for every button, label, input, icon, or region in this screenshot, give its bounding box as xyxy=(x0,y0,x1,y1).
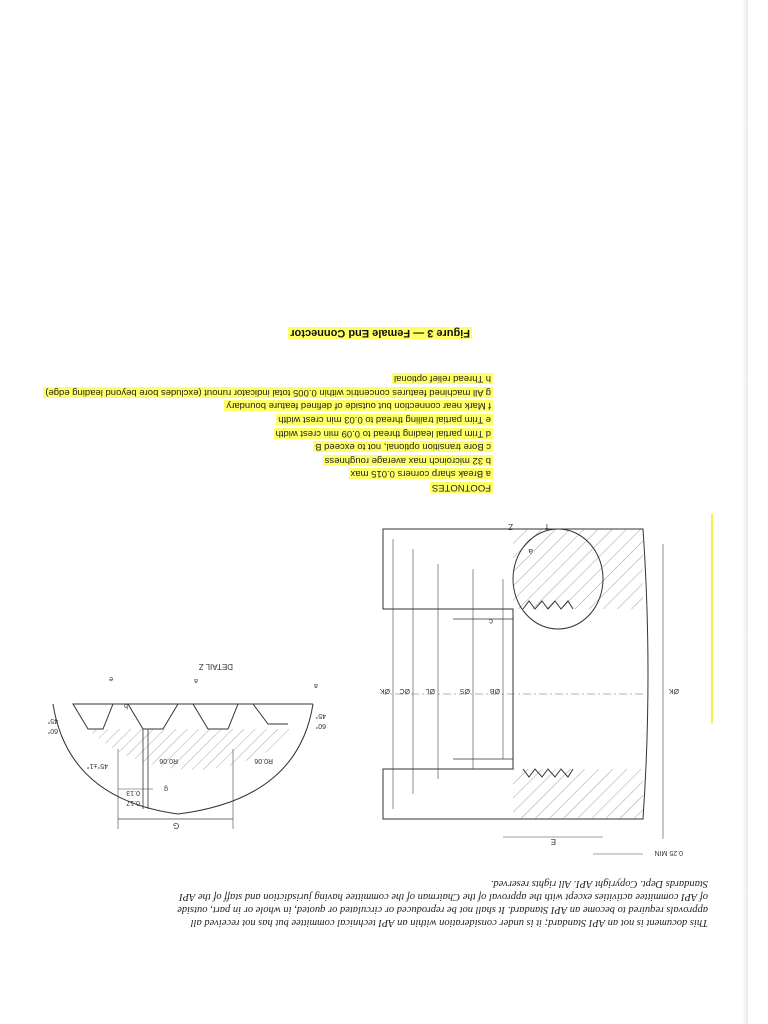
angle-label: 60° xyxy=(315,722,326,730)
connector-outline xyxy=(382,528,649,820)
footnote-g: g All machined features concentric withi… xyxy=(43,386,493,398)
dim-k-label: ØK xyxy=(380,687,390,694)
scan-edge-shadow xyxy=(742,0,748,1024)
leader-label: e xyxy=(109,675,113,682)
notice-line: approvals required to become an API Stan… xyxy=(177,904,708,915)
highlight-margin-line xyxy=(711,514,713,724)
detail-thread-profile xyxy=(72,703,313,730)
copyright-notice: This document is not an API Standard; it… xyxy=(60,877,708,929)
angle-label: 45°±1° xyxy=(87,762,108,770)
footnote-a: a Break sharp corners 0.015 max xyxy=(348,468,493,480)
leader-label: b xyxy=(124,702,128,709)
leader-label: g xyxy=(164,785,168,792)
footnote-b: b 32 microinch max average roughness xyxy=(322,454,493,466)
detail-z-marker: Z xyxy=(508,522,513,531)
footnotes-heading: FOOTNOTES xyxy=(429,482,493,493)
figure-title: Figure 3 — Female End Connector xyxy=(172,327,472,339)
footnote-h: h Thread relief optional xyxy=(392,373,493,385)
leader-c-label: c xyxy=(489,617,493,626)
leader-f-label: f xyxy=(545,522,548,531)
leader-label: a xyxy=(314,682,318,689)
footnote-e: e Trim partial trailing thread to 0.03 m… xyxy=(276,414,493,426)
footnotes: FOOTNOTES a Break sharp corners 0.015 ma… xyxy=(43,372,493,494)
thread-profile-bottom xyxy=(522,600,574,610)
leader-label: a xyxy=(194,677,198,684)
dim-k-label-left: ØK xyxy=(669,687,679,694)
angle-label: 45° xyxy=(47,717,58,725)
radius-label: R0.06 xyxy=(254,757,273,764)
notice-line: This document is not an API Standard; it… xyxy=(190,917,708,928)
dim-c-label: ØC xyxy=(400,687,411,694)
thread-profile-top xyxy=(522,768,574,778)
dim-e-label: E xyxy=(551,837,556,846)
dim-g-label: G xyxy=(173,821,179,830)
dim-min-label: 0.25 MIN xyxy=(655,849,683,856)
female-end-connector-drawing: 0.25 MIN E ØK ØK ØC ØL ØS ØB Z f c a xyxy=(380,522,683,856)
detail-z-callout xyxy=(512,528,604,630)
dim-s-label: ØS xyxy=(460,687,470,694)
detail-outline xyxy=(52,703,314,815)
radius-label: R0.06 xyxy=(159,757,178,764)
angle-label: 45° xyxy=(315,712,326,720)
dim-017-label: 0.17 xyxy=(126,799,140,806)
notice-line: of API committee activities except with … xyxy=(179,891,708,902)
detail-z-drawing: G 0.17 0.13 R0.06 R0.06 45°±1° 45° 60° 6… xyxy=(47,662,326,830)
dim-013-label: 0.13 xyxy=(126,789,140,796)
footnote-f: f Mark near connection but outside of de… xyxy=(224,400,493,412)
dim-l-label: ØL xyxy=(426,687,435,694)
detail-title: DETAIL Z xyxy=(199,662,233,671)
notice-line: Standards Dept. Copyright API. All right… xyxy=(490,878,708,889)
dim-b-label: ØB xyxy=(490,687,500,694)
figure-title-text: Figure 3 — Female End Connector xyxy=(288,327,472,339)
leader-a-label: a xyxy=(528,547,533,556)
angle-label: 60° xyxy=(47,727,58,735)
footnote-d: d Trim partial leading thread to 0.09 mi… xyxy=(273,427,493,439)
footnote-c: c Bore transition optional, not to excee… xyxy=(313,441,493,453)
